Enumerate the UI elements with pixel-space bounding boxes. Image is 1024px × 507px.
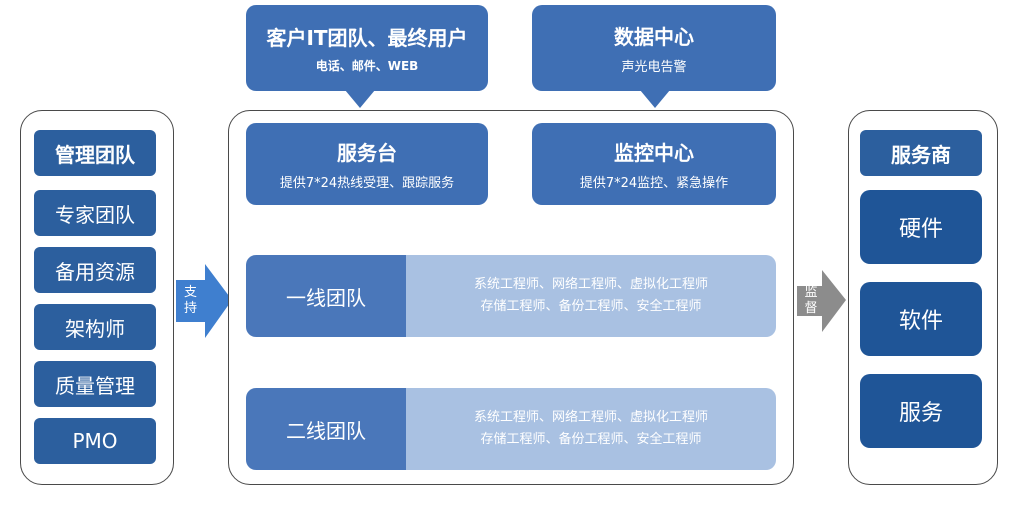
right-supervise-arrow: [797, 270, 846, 332]
left-arrow-char-1: 支: [183, 285, 197, 300]
vendor-header: 服务商: [860, 130, 982, 176]
right-arrow-char-1: 监: [804, 285, 818, 300]
right-arrow-label: 监 督: [800, 285, 822, 316]
vendor-item-service: 服务: [860, 374, 982, 448]
left-support-arrow: [176, 264, 232, 338]
first-line-team: 一线团队 系统工程师、网络工程师、虚拟化工程师 存储工程师、备份工程师、安全工程…: [246, 255, 776, 337]
dispatch-label: 分派&跟踪: [331, 209, 399, 225]
customer-title: 客户IT团队、最终用户: [266, 26, 468, 50]
left-item-architect: 架构师: [34, 304, 156, 350]
right-arrow-char-2: 督: [804, 301, 818, 316]
service-desk-title: 服务台: [337, 141, 397, 165]
service-desk-box: 服务台 提供7*24热线受理、跟踪服务: [246, 123, 488, 205]
management-header: 管理团队: [34, 130, 156, 176]
monitor-center-sub: 提供7*24监控、紧急操作: [579, 176, 729, 191]
datacenter-sub: 声光电告警: [621, 60, 687, 75]
first-line-roles-2: 存储工程师、备份工程师、安全工程师: [480, 299, 702, 314]
service-desk-sub: 提供7*24热线受理、跟踪服务: [279, 176, 455, 191]
first-line-roles-1: 系统工程师、网络工程师、虚拟化工程师: [473, 277, 708, 292]
vendor-item-software: 软件: [860, 282, 982, 356]
support-label-1: 支持: [641, 231, 669, 247]
left-arrow-char-2: 持: [183, 301, 197, 316]
datacenter-pointer: [640, 90, 670, 108]
customer-sub: 电话、邮件、WEB: [315, 59, 419, 73]
left-arrow-label: 支 持: [176, 280, 205, 322]
monitor-center-title: 监控中心: [614, 141, 694, 165]
second-line-roles-1: 系统工程师、网络工程师、虚拟化工程师: [473, 410, 708, 425]
second-line-team: 二线团队 系统工程师、网络工程师、虚拟化工程师 存储工程师、备份工程师、安全工程…: [246, 388, 776, 470]
support-label-2: 支持: [641, 363, 669, 379]
customer-box: 客户IT团队、最终用户 电话、邮件、WEB: [246, 5, 488, 91]
second-line-roles-2: 存储工程师、备份工程师、安全工程师: [480, 432, 702, 447]
left-item-expert: 专家团队: [34, 190, 156, 236]
vendor-item-hardware: 硬件: [860, 190, 982, 264]
first-line-name: 一线团队: [246, 255, 406, 337]
escalate-label: 升级: [351, 346, 379, 362]
monitor-center-box: 监控中心 提供7*24监控、紧急操作: [532, 123, 776, 205]
datacenter-title: 数据中心: [614, 25, 694, 49]
second-line-roles: 系统工程师、网络工程师、虚拟化工程师 存储工程师、备份工程师、安全工程师: [406, 388, 776, 470]
left-item-pmo: PMO: [34, 418, 156, 464]
second-line-name: 二线团队: [246, 388, 406, 470]
datacenter-box: 数据中心 声光电告警: [532, 5, 776, 91]
first-line-roles: 系统工程师、网络工程师、虚拟化工程师 存储工程师、备份工程师、安全工程师: [406, 255, 776, 337]
customer-pointer: [345, 90, 375, 108]
left-item-quality: 质量管理: [34, 361, 156, 407]
left-item-backup: 备用资源: [34, 247, 156, 293]
